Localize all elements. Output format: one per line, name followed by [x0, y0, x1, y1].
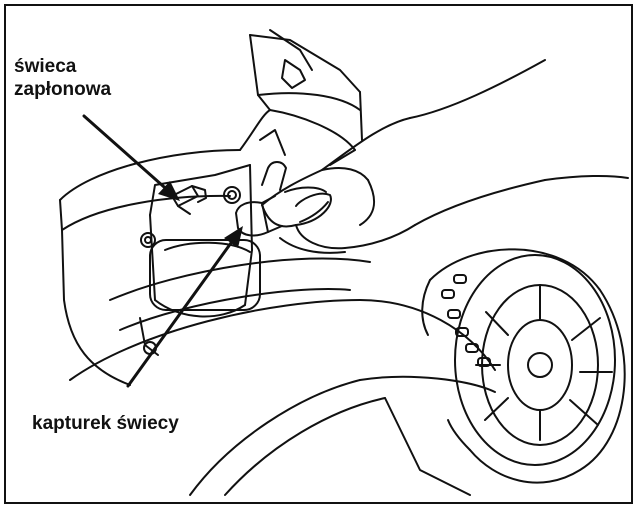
spark-plug-label: świeca zapłonowa	[14, 55, 111, 101]
plug-cap-label: kapturek świecy	[32, 413, 179, 434]
mower-deck	[59, 149, 496, 496]
arrow-to-plug-cap	[126, 226, 243, 388]
spark-plug-label-line1: świeca	[14, 56, 77, 77]
arrow-to-spark-plug	[82, 114, 180, 201]
rear-wheel	[421, 248, 626, 484]
spark-plug	[171, 185, 207, 215]
hand	[261, 59, 629, 254]
spark-plug-label-line2: zapłonowa	[14, 79, 112, 100]
engine-housing	[139, 29, 363, 356]
illustration-frame	[4, 4, 633, 504]
